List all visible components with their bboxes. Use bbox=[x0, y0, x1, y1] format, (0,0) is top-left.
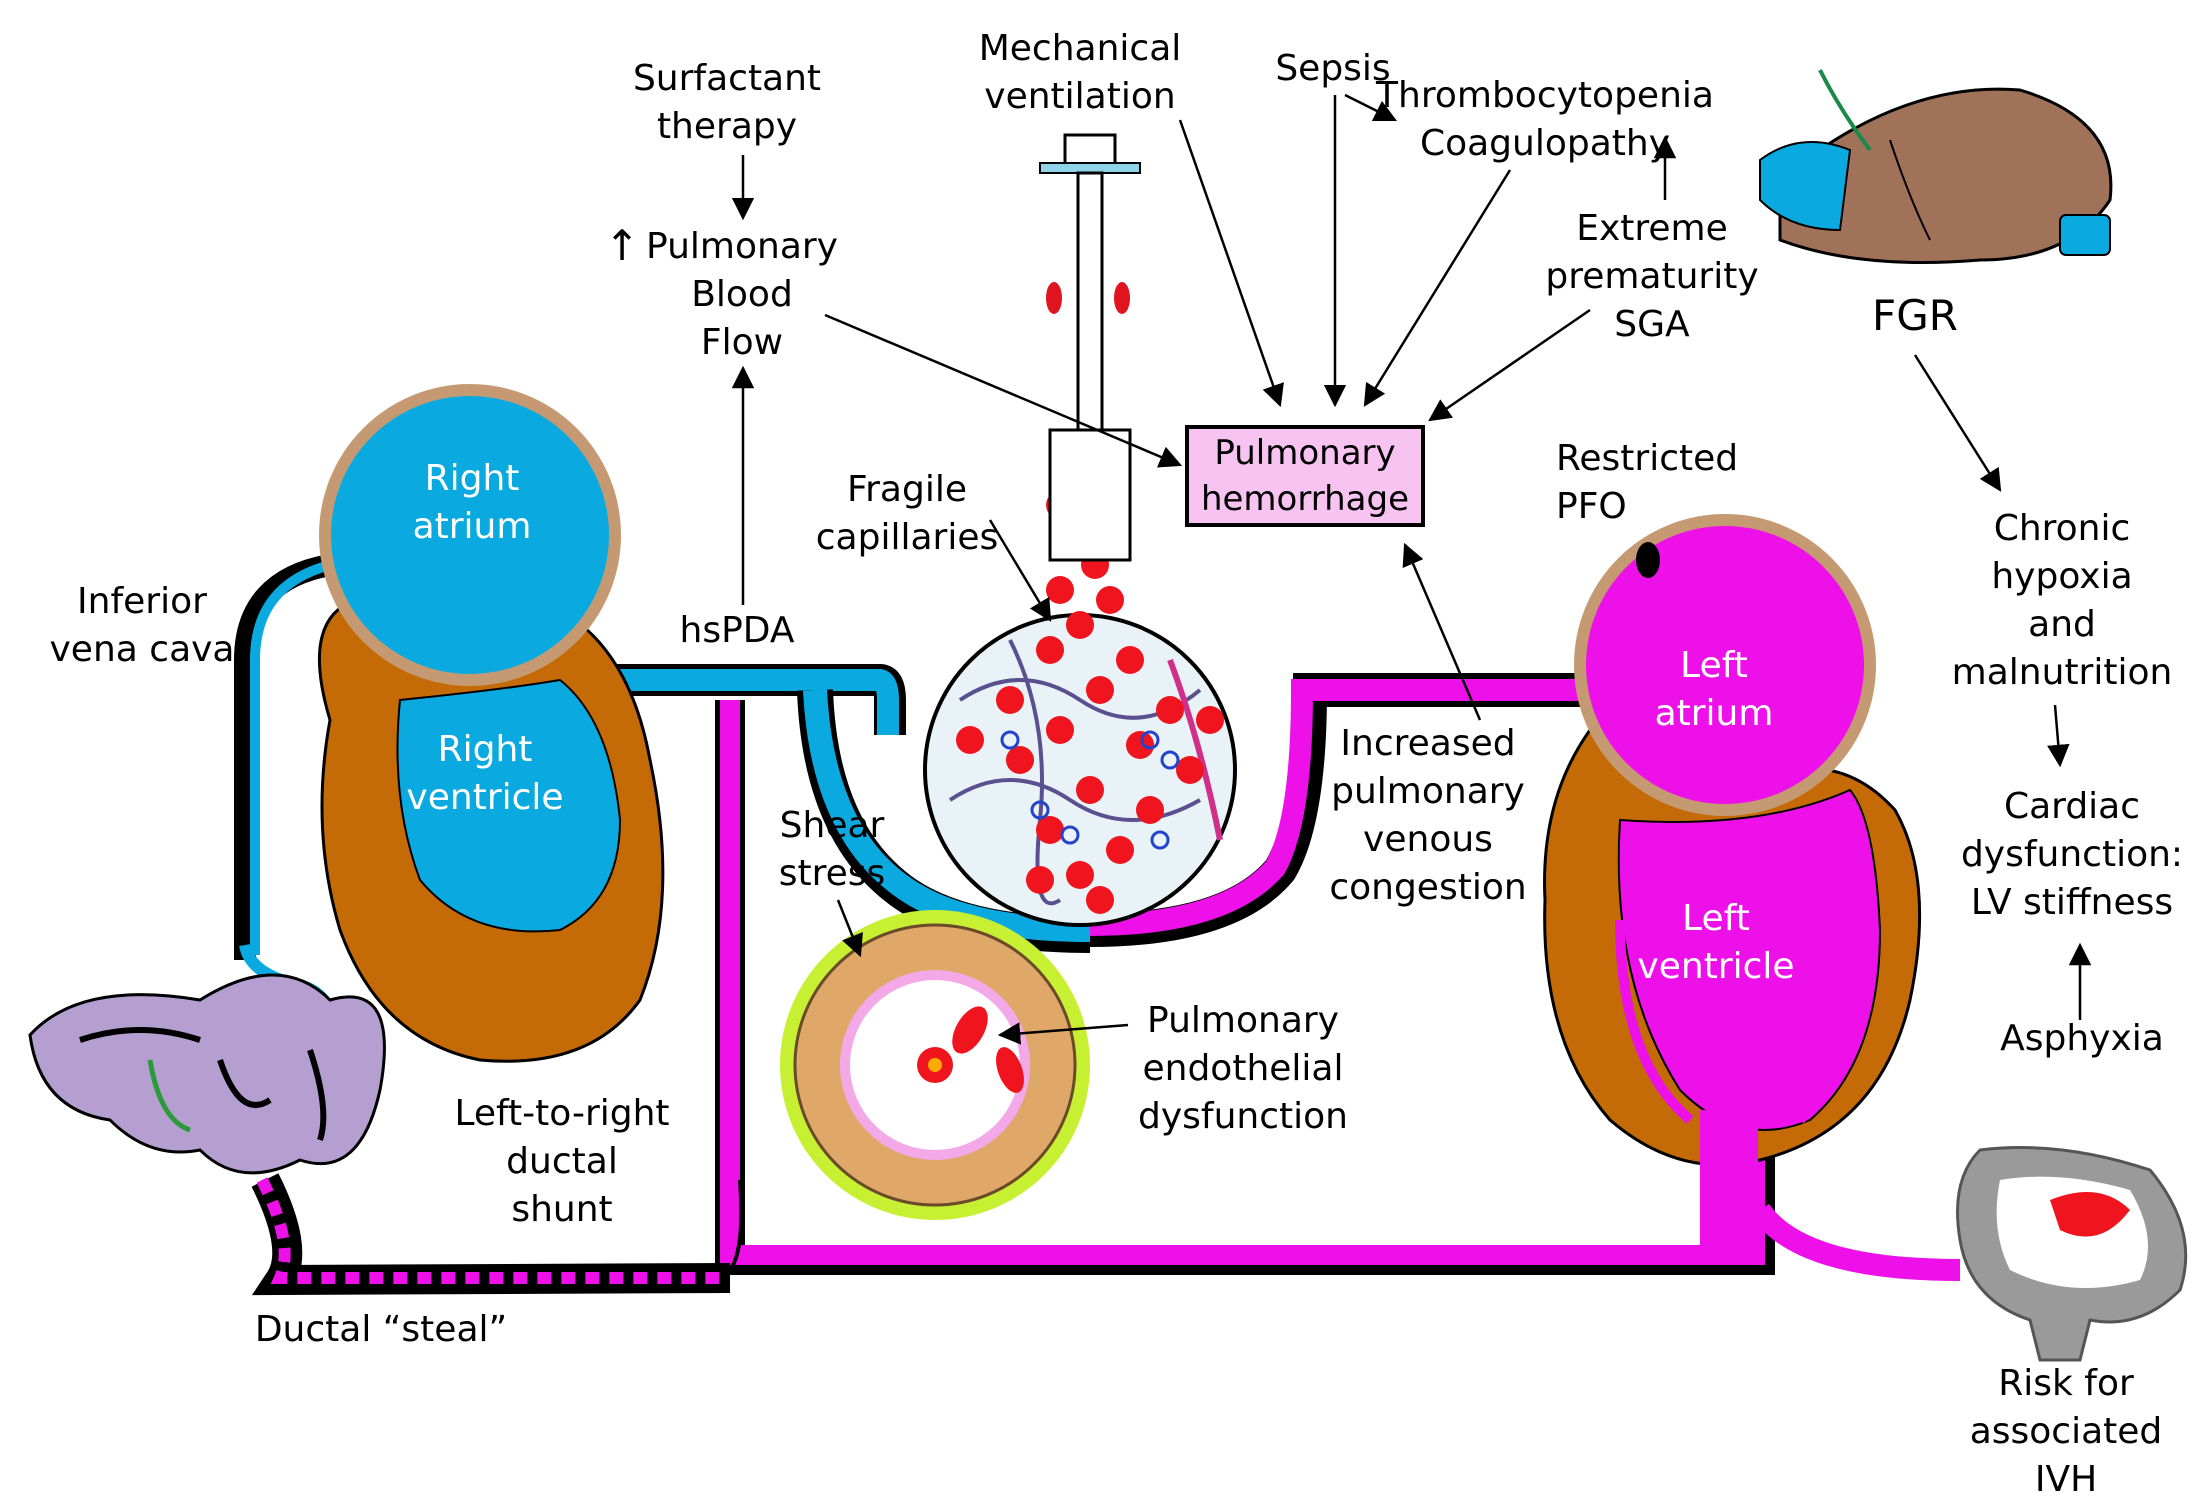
intestine-icon bbox=[28, 973, 386, 1175]
pulmonary-hemorrhage-box: Pulmonary hemorrhage bbox=[1185, 425, 1425, 527]
label-increased-venous-congestion: Increased pulmonary venous congestion bbox=[1329, 723, 1527, 908]
label-left-ventricle: Left ventricle bbox=[1637, 898, 1795, 987]
label-risk-associated-ivh: Risk for associated IVH bbox=[1969, 1363, 2163, 1500]
label-surfactant-therapy: Surfactant therapy bbox=[632, 58, 822, 147]
label-pulmonary-endothelial-dysfunction: Pulmonary endothelial dysfunction bbox=[1138, 1000, 1348, 1137]
pbf-up-arrow: ↑ bbox=[604, 221, 640, 270]
label-inferior-vena-cava: Inferior vena cava bbox=[49, 581, 235, 670]
label-fgr: FGR bbox=[1872, 291, 1958, 340]
venous-vessels-blue bbox=[234, 554, 1091, 1021]
label-pulmonary-blood-flow: Pulmonary Blood Flow bbox=[646, 226, 838, 363]
label-restricted-pfo: Restricted PFO bbox=[1556, 438, 1739, 527]
label-right-atrium: Right atrium bbox=[412, 458, 532, 547]
causal-arrows bbox=[731, 93, 2092, 1045]
label-fragile-capillaries: Fragile capillaries bbox=[815, 469, 999, 558]
label-asphyxia: Asphyxia bbox=[2000, 1018, 2164, 1059]
label-right-ventricle: Right ventricle bbox=[406, 729, 564, 818]
syringe-icon bbox=[1039, 133, 1141, 562]
arterial-vessels-magenta bbox=[251, 673, 1961, 1296]
infant-ventilated-icon bbox=[1759, 69, 2113, 264]
brain-section-icon bbox=[1956, 1146, 2188, 1362]
label-left-atrium: Left atrium bbox=[1654, 645, 1774, 734]
label-thrombocytopenia-coagulopathy: Thrombocytopenia Coagulopathy bbox=[1376, 75, 1714, 164]
label-chronic-hypoxia-malnutrition: Chronic hypoxia and malnutrition bbox=[1951, 508, 2173, 693]
diagram-artwork bbox=[28, 69, 2188, 1362]
vessel-cross-section-icon bbox=[780, 910, 1090, 1220]
label-hspda: hsPDA bbox=[679, 610, 795, 651]
label-ductal-steal: Ductal “steal” bbox=[254, 1309, 508, 1350]
label-mechanical-ventilation: Mechanical ventilation bbox=[978, 28, 1182, 117]
label-left-to-right-ductal-shunt: Left-to-right ductal shunt bbox=[454, 1093, 670, 1230]
right-heart bbox=[317, 384, 665, 1063]
label-cardiac-dysfunction: Cardiac dysfunction: LV stiffness bbox=[1960, 786, 2184, 923]
left-heart bbox=[1543, 514, 1922, 1260]
pda-pulmonary-hemorrhage-diagram: Surfactant therapy Mechanical ventilatio… bbox=[28, 28, 2188, 1500]
label-shear-stress: Shear stress bbox=[778, 805, 886, 894]
label-sepsis: Sepsis bbox=[1275, 48, 1391, 89]
label-extreme-prematurity-sga: Extreme prematurity SGA bbox=[1545, 208, 1759, 345]
